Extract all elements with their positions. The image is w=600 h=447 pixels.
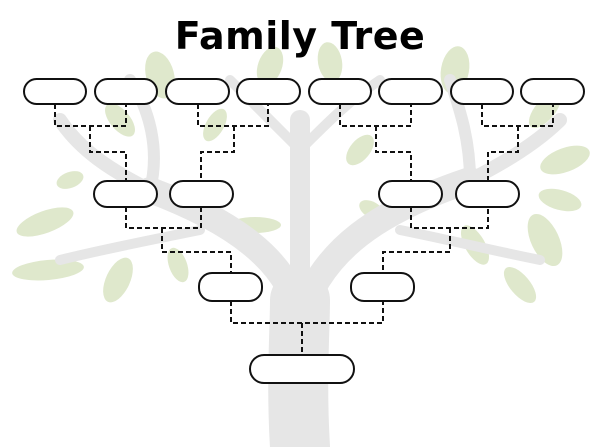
parent-box-2[interactable] xyxy=(350,272,415,302)
great-grandparent-box-3[interactable] xyxy=(165,78,230,105)
self-box[interactable] xyxy=(249,354,355,384)
great-grandparent-box-7[interactable] xyxy=(450,78,514,105)
connector-gen2-left xyxy=(125,207,232,273)
connector-gen1-pair-4 xyxy=(481,104,554,181)
grandparent-box-3[interactable] xyxy=(378,180,443,208)
page-title: Family Tree xyxy=(174,14,426,58)
great-grandparent-box-5[interactable] xyxy=(308,78,372,105)
connector-gen2-right xyxy=(382,207,489,273)
great-grandparent-box-8[interactable] xyxy=(520,78,585,105)
connector-gen3 xyxy=(230,301,384,355)
grandparent-box-4[interactable] xyxy=(455,180,520,208)
connector-gen1-pair-2 xyxy=(197,104,269,181)
great-grandparent-box-2[interactable] xyxy=(94,78,158,105)
leaves xyxy=(12,42,590,304)
connector-gen1-pair-3 xyxy=(339,104,412,181)
grandparent-box-1[interactable] xyxy=(93,180,158,208)
great-grandparent-box-4[interactable] xyxy=(236,78,301,105)
connector-gen1-pair-1 xyxy=(54,104,127,181)
great-grandparent-box-1[interactable] xyxy=(23,78,87,105)
parent-box-1[interactable] xyxy=(198,272,263,302)
great-grandparent-box-6[interactable] xyxy=(378,78,443,105)
grandparent-box-2[interactable] xyxy=(169,180,234,208)
